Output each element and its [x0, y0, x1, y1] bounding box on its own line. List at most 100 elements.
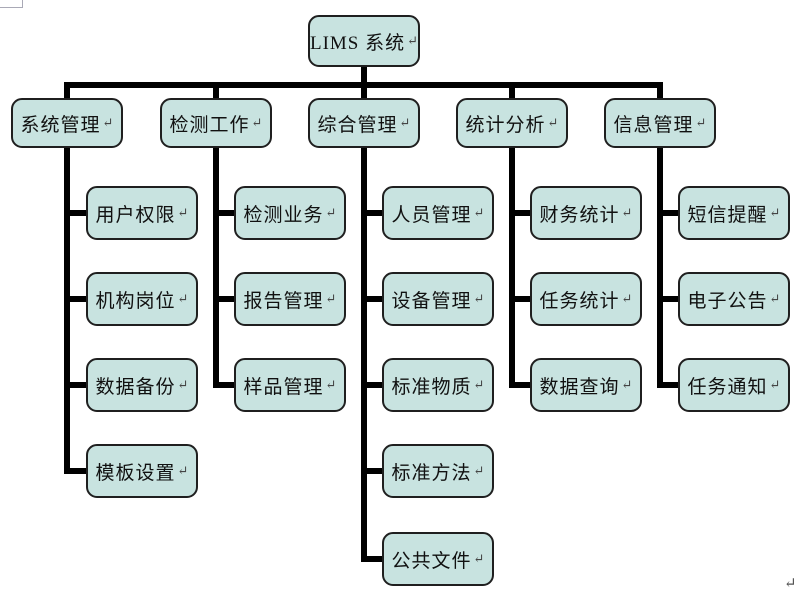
connector-stem-2	[213, 82, 219, 100]
connector-trunk-2	[213, 146, 219, 388]
node-user-permissions[interactable]: 用户权限↵	[86, 186, 198, 240]
return-mark-icon: ↵	[177, 291, 189, 306]
node-e-bulletin[interactable]: 电子公告↵	[678, 272, 790, 326]
node-label: 公共文件	[391, 550, 472, 572]
connector-stub-1-4	[64, 468, 90, 474]
connector-trunk-5	[657, 146, 663, 388]
node-label: 统计分析	[465, 114, 546, 136]
return-mark-icon: ↵	[325, 205, 337, 220]
node-reference-materials[interactable]: 标准物质↵	[382, 358, 494, 412]
node-label: 数据查询	[539, 376, 620, 398]
node-sms-reminder[interactable]: 短信提醒↵	[678, 186, 790, 240]
node-label: 检测业务	[243, 204, 324, 226]
node-org-positions[interactable]: 机构岗位↵	[86, 272, 198, 326]
return-mark-icon: ↵	[473, 205, 485, 220]
connector-stem-3	[361, 82, 367, 100]
node-label: 系统管理	[20, 114, 101, 136]
connector-stub-2-3	[213, 382, 239, 388]
node-report-management[interactable]: 报告管理↵	[234, 272, 346, 326]
node-equipment-management[interactable]: 设备管理↵	[382, 272, 494, 326]
connector-stub-3-3	[361, 382, 387, 388]
return-mark-icon: ↵	[695, 115, 707, 130]
connector-stub-5-3	[657, 382, 683, 388]
node-testing-work[interactable]: 检测工作↵	[160, 98, 272, 148]
node-label: 财务统计	[539, 204, 620, 226]
connector-trunk-3	[361, 146, 367, 562]
node-sample-management[interactable]: 样品管理↵	[234, 358, 346, 412]
connector-stub-5-1	[657, 210, 683, 216]
connector-trunk-4	[509, 146, 515, 388]
connector-stub-2-2	[213, 296, 239, 302]
node-general-management[interactable]: 综合管理↵	[308, 98, 420, 148]
node-label: 数据备份	[95, 376, 176, 398]
node-statistics-analysis[interactable]: 统计分析↵	[456, 98, 568, 148]
trailing-return-mark: ↵	[784, 576, 797, 592]
node-label: 模板设置	[95, 462, 176, 484]
node-data-query[interactable]: 数据查询↵	[530, 358, 642, 412]
return-mark-icon: ↵	[621, 291, 633, 306]
connector-stub-1-2	[64, 296, 90, 302]
return-mark-icon: ↵	[251, 115, 263, 130]
connector-stub-2-1	[213, 210, 239, 216]
node-label: 综合管理	[317, 114, 398, 136]
return-mark-icon: ↵	[473, 463, 485, 478]
node-standard-methods[interactable]: 标准方法↵	[382, 444, 494, 498]
return-mark-icon: ↵	[177, 463, 189, 478]
node-label: 设备管理	[391, 290, 472, 312]
connector-stub-1-1	[64, 210, 90, 216]
connector-stub-4-3	[509, 382, 535, 388]
connector-stub-4-2	[509, 296, 535, 302]
return-mark-icon: ↵	[769, 205, 781, 220]
return-mark-icon: ↵	[473, 377, 485, 392]
node-label: 检测工作	[169, 114, 250, 136]
node-label: 电子公告	[687, 290, 768, 312]
node-lims-root[interactable]: LIMS 系统↵	[308, 15, 420, 67]
node-template-settings[interactable]: 模板设置↵	[86, 444, 198, 498]
node-task-notification[interactable]: 任务通知↵	[678, 358, 790, 412]
node-label: 人员管理	[391, 204, 472, 226]
node-label: 机构岗位	[95, 290, 176, 312]
connector-stem-4	[509, 82, 515, 100]
return-mark-icon: ↵	[102, 115, 114, 130]
connector-stub-1-3	[64, 382, 90, 388]
return-mark-icon: ↵	[621, 377, 633, 392]
return-mark-icon: ↵	[473, 291, 485, 306]
return-mark-icon: ↵	[769, 291, 781, 306]
node-data-backup[interactable]: 数据备份↵	[86, 358, 198, 412]
return-mark-icon: ↵	[473, 551, 485, 566]
node-task-statistics[interactable]: 任务统计↵	[530, 272, 642, 326]
node-information-management[interactable]: 信息管理↵	[604, 98, 716, 148]
node-label: 短信提醒	[687, 204, 768, 226]
return-mark-icon: ↵	[769, 377, 781, 392]
node-public-documents[interactable]: 公共文件↵	[382, 532, 494, 586]
connector-trunk-1	[64, 146, 70, 474]
node-label: 报告管理	[243, 290, 324, 312]
node-label: 样品管理	[243, 376, 324, 398]
table-corner-artifact	[0, 0, 23, 8]
connector-stem-5	[657, 82, 663, 100]
connector-stub-4-1	[509, 210, 535, 216]
return-mark-icon: ↵	[621, 205, 633, 220]
return-mark-icon: ↵	[399, 115, 411, 130]
node-personnel-management[interactable]: 人员管理↵	[382, 186, 494, 240]
node-system-management[interactable]: 系统管理↵	[11, 98, 123, 148]
node-label: 任务统计	[539, 290, 620, 312]
node-label: 标准方法	[391, 462, 472, 484]
return-mark-icon: ↵	[177, 205, 189, 220]
return-mark-icon: ↵	[177, 377, 189, 392]
connector-stem-1	[64, 82, 70, 100]
connector-stub-5-2	[657, 296, 683, 302]
connector-stub-3-1	[361, 210, 387, 216]
node-label: LIMS 系统	[309, 32, 406, 54]
return-mark-icon: ↵	[325, 291, 337, 306]
node-label: 信息管理	[613, 114, 694, 136]
node-label: 用户权限	[95, 204, 176, 226]
node-finance-statistics[interactable]: 财务统计↵	[530, 186, 642, 240]
node-label: 任务通知	[687, 376, 768, 398]
connector-stub-3-2	[361, 296, 387, 302]
node-label: 标准物质	[391, 376, 472, 398]
node-testing-business[interactable]: 检测业务↵	[234, 186, 346, 240]
return-mark-icon: ↵	[325, 377, 337, 392]
connector-root-stem	[361, 64, 367, 88]
